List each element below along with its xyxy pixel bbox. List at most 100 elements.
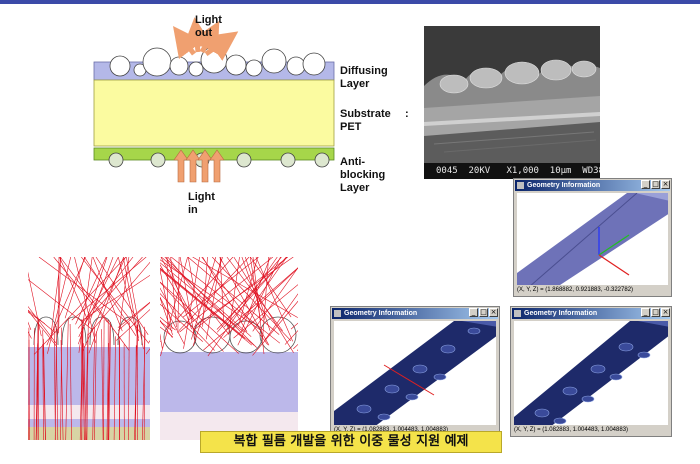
ray-line	[192, 257, 298, 318]
ray-line	[160, 264, 195, 323]
minimize-button[interactable]: _	[641, 180, 650, 189]
ray-line	[57, 257, 60, 335]
geometry-window-bottom-left[interactable]: Geometry Information _ □ × (X, Y, Z) = (…	[330, 306, 500, 437]
ray-line	[252, 300, 298, 356]
ray-line	[118, 257, 139, 342]
ray-line	[160, 316, 176, 331]
ray-line	[194, 257, 288, 330]
ray-line	[226, 257, 283, 331]
close-button[interactable]: ×	[661, 308, 670, 317]
geometry-window-bottom-right[interactable]: Geometry Information _ □ × (X, Y, Z) = (…	[510, 306, 672, 437]
ray-line	[47, 257, 71, 354]
ray-line	[59, 257, 88, 320]
ray-line	[94, 331, 97, 440]
ray-line	[203, 267, 298, 351]
ray-line	[81, 319, 85, 440]
geometry-3d-view[interactable]	[517, 193, 668, 285]
ray-line	[255, 257, 293, 342]
ray-line	[160, 319, 173, 338]
ray-line	[53, 257, 108, 323]
ray-line	[28, 271, 42, 337]
coordinate-status: (X, Y, Z) = (1.082883, 1.004483, 1.00488…	[334, 427, 449, 433]
light-in-arrows	[173, 149, 225, 183]
window-title: Geometry Information	[524, 310, 598, 317]
close-button[interactable]: ×	[489, 308, 498, 317]
ray-line	[113, 336, 116, 440]
ray-trace-simulation-left	[28, 257, 150, 440]
ray-line	[118, 257, 130, 336]
ray-line	[202, 257, 248, 332]
geometry-window-top[interactable]: Geometry Information _ □ × (X, Y, Z) = (…	[513, 178, 672, 297]
light-out-label: Light out	[195, 14, 222, 39]
ray-line	[178, 257, 234, 318]
ray-line	[223, 257, 287, 328]
ray-line	[36, 323, 39, 440]
ray-line	[107, 325, 111, 440]
ray-line	[240, 257, 288, 323]
geometry-3d-view[interactable]	[334, 321, 496, 425]
geometry-3d-view[interactable]	[514, 321, 668, 425]
ray-line	[160, 281, 224, 352]
ray-line	[148, 340, 150, 343]
ray-line	[92, 326, 95, 440]
anti-blocking-label: Anti- blocking Layer	[340, 156, 386, 194]
minimize-button[interactable]: _	[469, 308, 478, 317]
ray-line	[216, 257, 282, 333]
ray-line	[161, 257, 252, 337]
ray-line	[202, 257, 208, 327]
ray-line	[160, 269, 253, 346]
ray-line	[160, 296, 185, 345]
window-title: Geometry Information	[527, 182, 601, 189]
ray-line	[176, 257, 250, 333]
window-title-bar[interactable]: Geometry Information	[512, 308, 670, 319]
ray-line	[75, 257, 107, 325]
diffuser-beads	[109, 46, 326, 77]
ray-line	[74, 257, 96, 344]
ray-line	[101, 329, 104, 440]
ray-line	[237, 257, 281, 346]
ray-line	[160, 259, 261, 331]
ray-line	[106, 343, 109, 440]
ray-line	[182, 257, 259, 318]
window-title-bar[interactable]: Geometry Information	[515, 180, 670, 191]
ray-line	[28, 309, 56, 333]
ray-line	[187, 257, 200, 318]
ray-line	[88, 261, 150, 335]
ray-line	[43, 338, 46, 440]
ray-line	[42, 343, 44, 440]
ray-line	[58, 257, 61, 334]
ray-line	[160, 267, 255, 346]
app-icon	[517, 182, 524, 189]
ray-line	[28, 321, 32, 331]
close-button[interactable]: ×	[661, 180, 670, 189]
ray-line	[160, 281, 239, 354]
ray-line	[160, 257, 188, 357]
ray-line	[179, 257, 273, 333]
substrate-label: Substrate PET	[340, 108, 391, 133]
ray-line	[166, 257, 192, 330]
window-title-bar[interactable]: Geometry Information	[332, 308, 498, 319]
ray-line	[28, 310, 58, 347]
ray-line	[160, 293, 215, 351]
maximize-button[interactable]: □	[651, 180, 660, 189]
layer-structure-diagram	[93, 17, 335, 183]
coordinate-status: (X, Y, Z) = (1.082883, 1.004483, 1.00488…	[514, 427, 629, 433]
ray-line	[249, 257, 261, 322]
ray-line	[28, 311, 45, 324]
ray-line	[177, 257, 180, 331]
ray-line	[252, 267, 298, 332]
ray-line	[54, 339, 57, 440]
ray-line	[50, 257, 62, 334]
maximize-button[interactable]: □	[651, 308, 660, 317]
minimize-button[interactable]: _	[641, 308, 650, 317]
ray-line	[160, 287, 181, 324]
ray-line	[126, 257, 144, 350]
ray-trace-simulation-middle	[160, 257, 298, 440]
ray-line	[160, 303, 203, 342]
maximize-button[interactable]: □	[479, 308, 488, 317]
ray-line	[28, 306, 57, 345]
coordinate-status: (X, Y, Z) = (1.868882, 0.921883, -0.3227…	[517, 287, 634, 293]
ray-line	[71, 257, 147, 321]
ray-line	[179, 257, 196, 342]
ray-line	[245, 257, 271, 331]
